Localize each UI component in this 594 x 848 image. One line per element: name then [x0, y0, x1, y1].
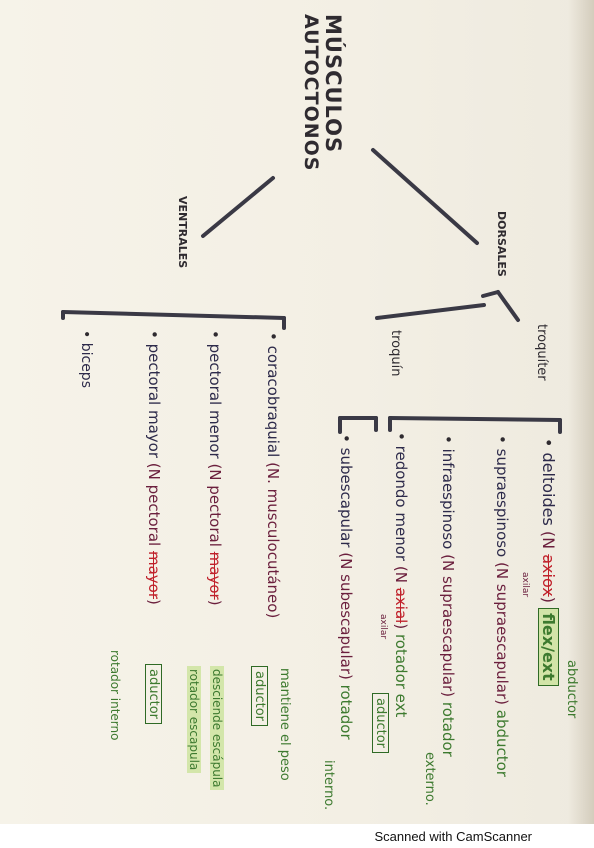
- label-troquiter: troquíter: [534, 324, 549, 381]
- troquiter-item-supraespinoso: • supraespinoso (N supraescapular) abduc…: [493, 435, 511, 777]
- troquiter-item-infraespinoso: • infraespinoso (N supraescapular) rotad…: [439, 435, 457, 757]
- connector-dorsales-troquin: [481, 290, 500, 298]
- scanner-watermark: Scanned with CamScanner: [374, 829, 532, 844]
- action-pectoral-menor-line2: rotador escapula: [187, 666, 201, 774]
- action-box-coracobraquial: aductor: [251, 666, 268, 727]
- footer-bar: Scanned with CamScanner: [0, 824, 594, 848]
- connector-title-dorsales: [371, 148, 479, 245]
- ventral-item-pectoral-mayor: • pectoral mayor (N pectoral mayor): [145, 330, 163, 605]
- label-troquin: troquín: [388, 330, 403, 377]
- action-infraespinoso-line2: externo.: [422, 752, 437, 806]
- troquiter-item-deltoides: • deltoides (N axiox) flex/ext: [538, 438, 559, 686]
- troquiter-item-redondo-menor: • redondo menor (N axial) rotador ext: [392, 432, 410, 718]
- page-edge-shadow: [568, 0, 594, 848]
- action-box-flexext: flex/ext: [538, 608, 559, 686]
- action-pectoral-mayor-line2: rotador interno: [108, 650, 122, 741]
- action-box-pectoral-mayor: aductor: [145, 664, 162, 725]
- action-box-redondo-menor: aductor: [372, 693, 389, 754]
- ventral-item-pectoral-menor: • pectoral menor (N pectoral mayor): [206, 330, 224, 606]
- action-subescapular-line2: interno.: [321, 760, 336, 811]
- ventral-item-biceps: • biceps: [78, 330, 94, 388]
- nerve-note-redondo-menor: axilar: [378, 614, 388, 640]
- ventral-item-coracobraquial: • coracobraquial (N. musculocutáneo): [264, 332, 282, 619]
- bracket-troquiter: [388, 416, 562, 422]
- connector-dorsales-troquin2: [375, 303, 486, 320]
- label-ventrales: VENTRALES: [176, 196, 189, 269]
- troquin-item-subescapular: • subescapular (N subescapular) rotador: [337, 434, 355, 740]
- nerve-note-deltoides: axilar: [520, 572, 530, 598]
- title-line-2: AUTOCTONOS: [300, 14, 322, 172]
- bracket-ventrales: [61, 310, 286, 320]
- note-coracobraquial: mantiene el peso: [277, 668, 292, 781]
- action-pectoral-menor: desciende escápula: [210, 666, 224, 791]
- label-dorsales: DORSALES: [495, 211, 508, 277]
- connector-dorsales-troquiter: [496, 290, 520, 322]
- action-deltoides: abductor: [564, 660, 579, 719]
- connector-title-ventrales: [201, 176, 275, 238]
- title-line-1: MÚSCULOS: [321, 14, 345, 154]
